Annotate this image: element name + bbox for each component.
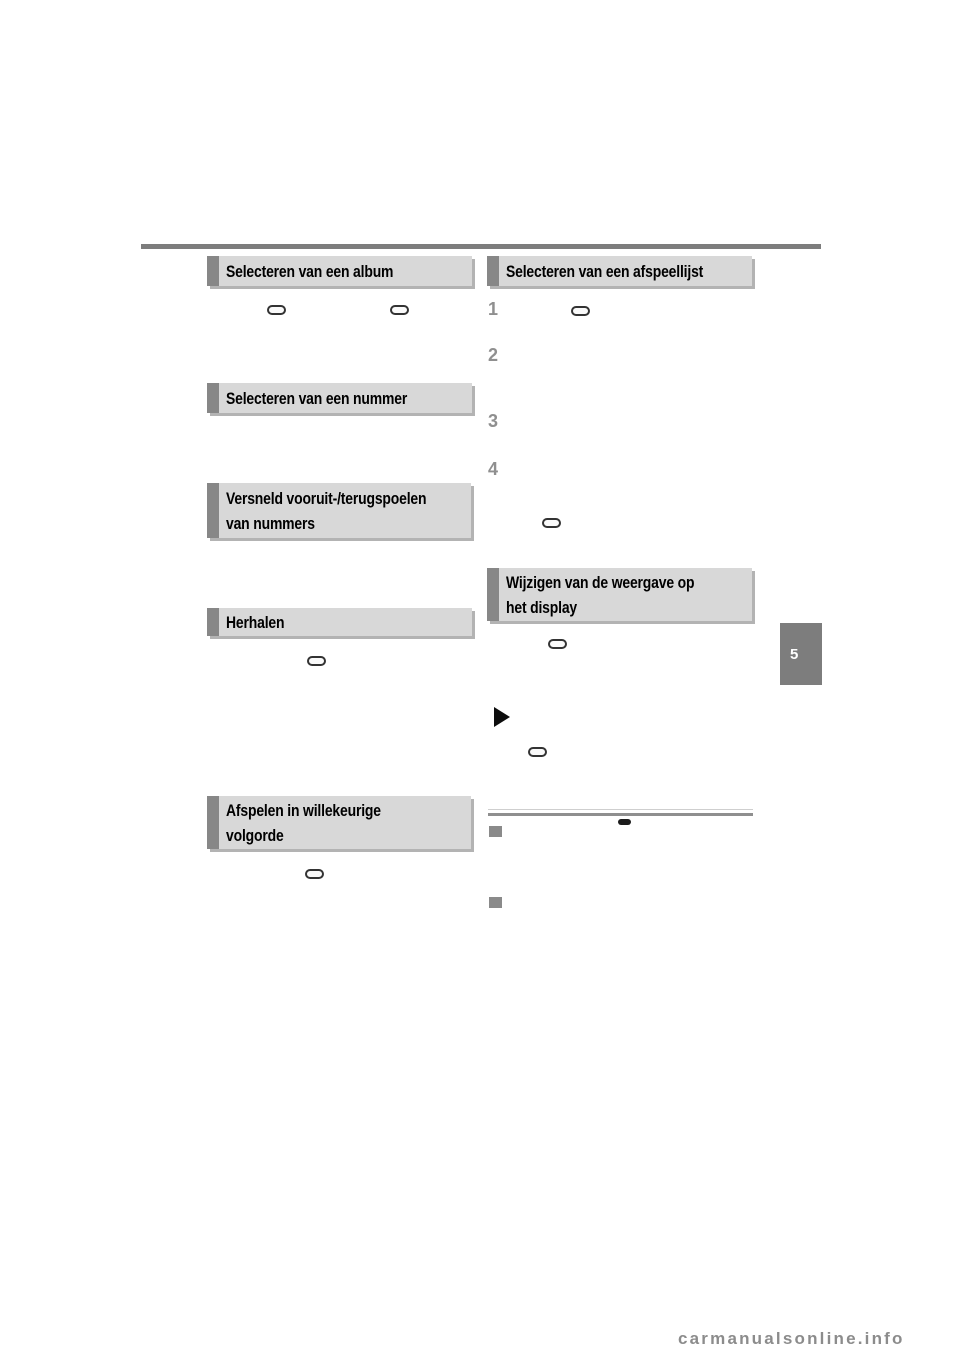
panel-button-icon xyxy=(544,631,571,656)
panel-button-icon xyxy=(567,298,594,323)
button-glyph xyxy=(548,638,567,649)
heading-label: Selecteren van een album xyxy=(226,261,394,281)
button-glyph xyxy=(307,655,326,666)
text-fragment-mark xyxy=(618,819,631,825)
heading-selecteren-album: Selecteren van een album xyxy=(207,256,472,286)
heading-label: Selecteren van een afspeellijst xyxy=(506,261,704,281)
heading-label: Versneld vooruit-/terugspoelen van numme… xyxy=(226,488,427,533)
play-arrow-icon xyxy=(489,704,516,729)
section-bullet-icon xyxy=(489,826,502,837)
heading-afspelen-willekeurig: Afspelen in willekeurige volgorde xyxy=(207,796,471,849)
panel-button-icon xyxy=(301,861,328,886)
button-glyph xyxy=(528,746,547,757)
heading-versneld-spoelen: Versneld vooruit-/terugspoelen van numme… xyxy=(207,483,471,538)
heading-label: Selecteren van een nummer xyxy=(226,388,408,408)
panel-button-icon xyxy=(263,297,290,322)
section-bullet-icon xyxy=(489,897,502,908)
button-glyph xyxy=(390,304,409,315)
panel-button-icon xyxy=(386,297,413,322)
chapter-tab-label: 5 xyxy=(790,645,799,663)
play-triangle xyxy=(494,706,510,727)
button-glyph xyxy=(542,517,561,528)
panel-button-icon xyxy=(303,648,330,673)
watermark-text[interactable]: carmanualsonline.info xyxy=(678,1329,905,1348)
heading-selecteren-afspeellijst: Selecteren van een afspeellijst xyxy=(487,256,752,286)
heading-label: Afspelen in willekeurige volgorde xyxy=(226,800,381,845)
button-glyph xyxy=(305,868,324,879)
button-glyph xyxy=(571,305,590,316)
top-divider xyxy=(141,244,821,249)
heading-herhalen: Herhalen xyxy=(207,608,472,636)
step-number: 3 xyxy=(488,411,499,431)
panel-button-icon xyxy=(538,510,565,535)
double-divider-thin xyxy=(488,809,753,810)
heading-label: Herhalen xyxy=(226,612,285,632)
heading-wijzigen-weergave: Wijzigen van de weergave op het display xyxy=(487,568,752,621)
step-number: 1 xyxy=(488,299,499,319)
heading-selecteren-nummer: Selecteren van een nummer xyxy=(207,383,472,413)
chapter-tab: 5 xyxy=(780,623,822,685)
double-divider-thick xyxy=(488,813,753,816)
step-number: 2 xyxy=(488,345,499,365)
panel-button-icon xyxy=(524,739,551,764)
button-glyph xyxy=(267,304,286,315)
step-number: 4 xyxy=(488,459,499,479)
heading-label: Wijzigen van de weergave op het display xyxy=(506,572,695,617)
